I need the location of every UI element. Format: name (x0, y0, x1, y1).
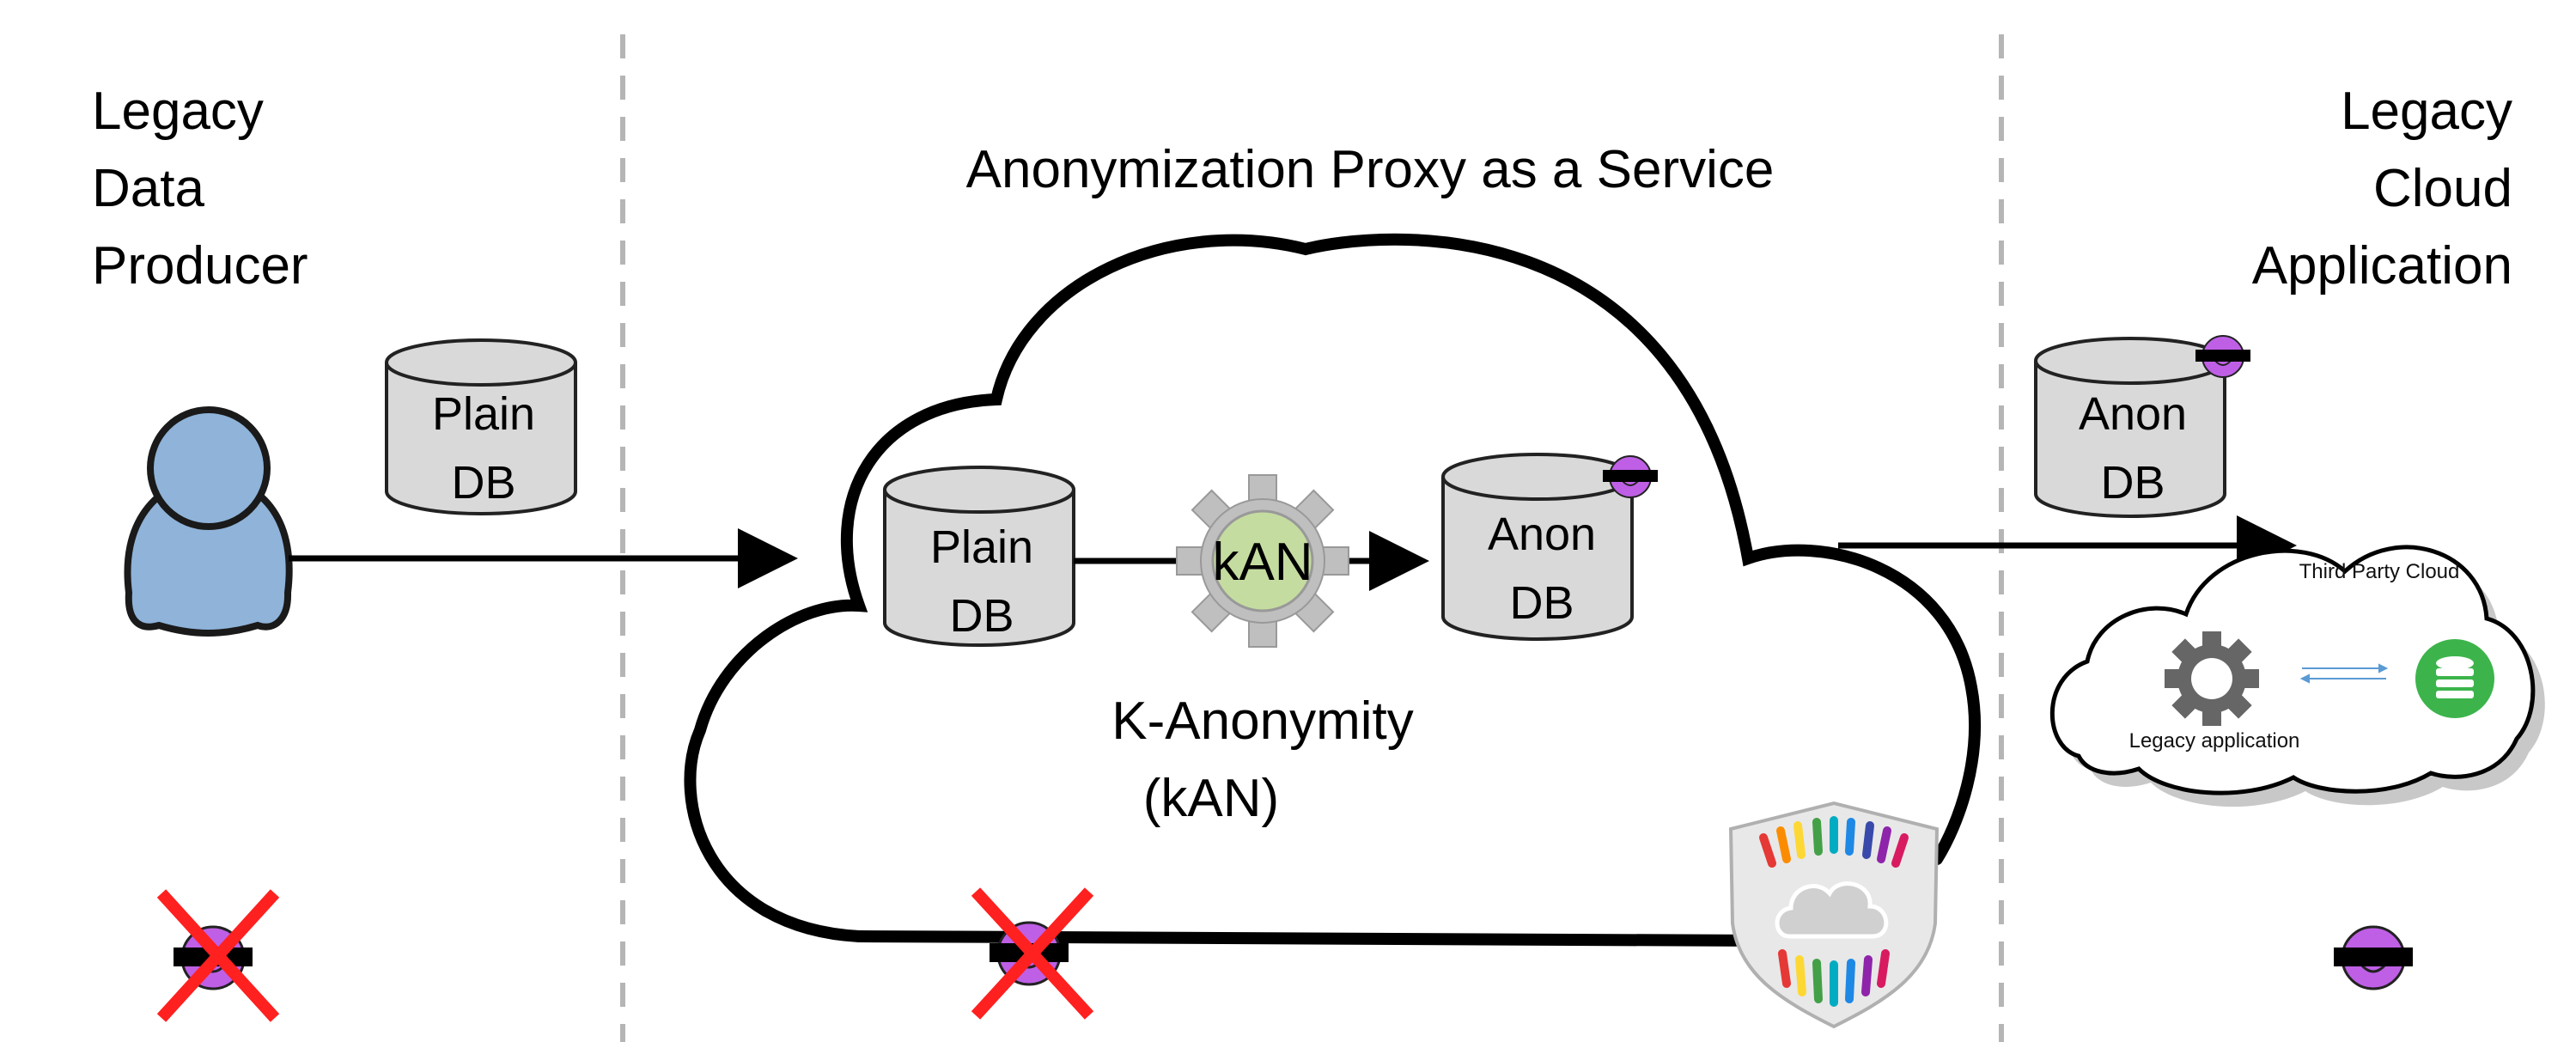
sync-arrows-icon (2299, 663, 2389, 684)
center-plain-db-icon: Plain DB (883, 466, 1075, 647)
right-title-line-1: Legacy (2341, 82, 2512, 141)
shield-logo (1728, 801, 1940, 1029)
cloud-outline (684, 233, 1981, 942)
left-title-line-1: Legacy (92, 82, 264, 141)
center-plain-db-line-2: DB (949, 590, 1014, 642)
center-title: Anonymization Proxy as a Service (966, 140, 1775, 199)
right-anon-db-icon: Anon DB (2034, 337, 2226, 518)
center-plain-db-line-1: Plain (930, 521, 1033, 573)
center-panel: Anonymization Proxy as a Service Plain D… (684, 140, 1981, 1029)
right-db-line-1: Anon (2079, 388, 2187, 440)
center-anon-db-line-2: DB (1509, 577, 1574, 629)
right-title-line-2: Cloud (2373, 159, 2512, 218)
kan-gear-icon: kAN (1176, 474, 1349, 648)
center-caption-line-2: (kAN) (1143, 769, 1279, 828)
left-title-line-3: Producer (92, 236, 308, 296)
left-plain-db-icon: Plain DB (385, 338, 577, 515)
right-db-line-2: DB (2100, 457, 2165, 509)
left-db-line-1: Plain (432, 388, 535, 440)
center-anon-db-line-1: Anon (1488, 509, 1596, 560)
gear-label: kAN (1212, 533, 1312, 592)
face-anon-right-icon (2332, 925, 2415, 990)
center-anon-db-icon: Anon DB (1441, 453, 1634, 641)
right-title-line-3: Application (2252, 236, 2512, 296)
cloud-base (853, 930, 1767, 947)
legacy-app-gear-icon (2165, 631, 2259, 726)
center-caption-line-1: K-Anonymity (1111, 692, 1413, 751)
face-crossed-center-icon (971, 887, 1094, 1020)
left-title-line-2: Data (92, 159, 204, 218)
right-panel: Legacy Cloud Application Anon DB Third P… (1838, 82, 2545, 990)
legacy-application-label: Legacy application (2129, 729, 2300, 753)
green-database-icon (2415, 639, 2494, 718)
third-party-cloud-icon: Third Party Cloud (2049, 545, 2545, 807)
left-panel: Legacy Data Producer Plain DB (92, 82, 798, 1022)
user-icon (124, 406, 293, 637)
face-crossed-left-icon (156, 889, 280, 1022)
left-db-line-2: DB (451, 457, 515, 509)
third-party-cloud-label: Third Party Cloud (2299, 560, 2460, 583)
